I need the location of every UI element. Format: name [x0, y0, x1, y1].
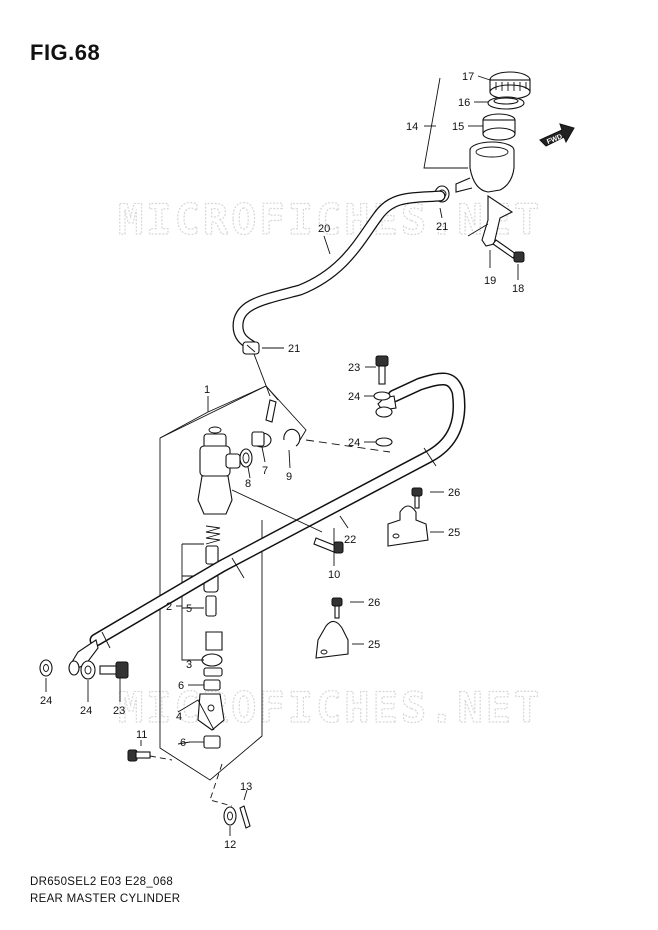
callout-1: 1: [204, 384, 210, 396]
callout-26-lower: 26: [368, 597, 380, 609]
hose-clamp-lower-part[interactable]: [242, 341, 260, 355]
mount-bolt-part[interactable]: [127, 749, 151, 762]
callout-18: 18: [512, 283, 524, 295]
nut-upper-part[interactable]: [203, 679, 221, 691]
callout-12: 12: [224, 839, 236, 851]
union-bolt-lower-part[interactable]: [99, 661, 129, 679]
screw-lower-part[interactable]: [331, 597, 343, 619]
callout-6-lower: 6: [180, 737, 186, 749]
callout-24-upper-b: 24: [348, 437, 360, 449]
reservoir-cap-part[interactable]: [489, 71, 531, 100]
callout-16: 16: [458, 97, 470, 109]
callout-24-lower-b: 24: [80, 705, 92, 717]
diaphragm-plate-part[interactable]: [487, 96, 525, 110]
callout-4: 4: [176, 711, 182, 723]
banjo-fitting-left-part[interactable]: [68, 639, 99, 676]
fwd-label: FWD: [546, 133, 563, 145]
union-bolt-upper-part[interactable]: [375, 355, 389, 385]
reservoir-body-part[interactable]: [455, 141, 515, 193]
callout-3: 3: [186, 659, 192, 671]
reservoir-bracket-part[interactable]: [481, 194, 514, 247]
callout-24-lower-a: 24: [40, 695, 52, 707]
callout-25-upper: 25: [448, 527, 460, 539]
callout-23-upper: 23: [348, 362, 360, 374]
diagram-name: REAR MASTER CYLINDER: [30, 893, 181, 905]
union-bolt-part[interactable]: [313, 537, 344, 554]
callout-21-lower: 21: [288, 343, 300, 355]
callout-14: 14: [406, 121, 418, 133]
callout-11: 11: [136, 729, 147, 741]
hose-fitting-part[interactable]: [251, 399, 277, 448]
hose-guide-lower-part[interactable]: [315, 620, 349, 659]
callout-9: 9: [286, 471, 292, 483]
screw-upper-part[interactable]: [411, 487, 423, 509]
callout-21-upper: 21: [436, 221, 448, 233]
fwd-arrow-icon: FWD: [539, 123, 575, 147]
piston-spring-part[interactable]: [201, 525, 223, 677]
washer-upper-a-part[interactable]: [373, 391, 391, 401]
callout-22: 22: [344, 534, 356, 546]
callout-26-upper: 26: [448, 487, 460, 499]
callout-10: 10: [328, 569, 340, 581]
diagram-code: DR650SEL2 E03 E28_068: [30, 876, 174, 888]
washer-lower-b-part[interactable]: [80, 660, 96, 680]
watermark-upper: MICROFICHES.NET: [118, 195, 542, 244]
washer-part[interactable]: [223, 806, 237, 826]
callout-20: 20: [318, 223, 330, 235]
o-ring-part[interactable]: [239, 448, 253, 468]
callout-24-upper-a: 24: [348, 391, 360, 403]
watermark-lower: MICROFICHES.NET: [118, 683, 542, 732]
washer-lower-a-part[interactable]: [39, 659, 53, 677]
hose-guide-upper-part[interactable]: [387, 505, 429, 547]
washer-upper-b-part[interactable]: [375, 437, 393, 447]
circlip-part[interactable]: [283, 428, 301, 447]
callout-8: 8: [245, 478, 251, 490]
figure-title: FIG.68: [30, 40, 101, 65]
bracket-line-14: [423, 77, 468, 169]
callout-17: 17: [462, 71, 474, 83]
reservoir-group: FWD: [423, 71, 575, 263]
clevis-part[interactable]: [177, 693, 225, 731]
master-cylinder-body-part[interactable]: [197, 426, 241, 515]
callout-19: 19: [484, 275, 496, 287]
cotter-pin-part[interactable]: [239, 805, 251, 829]
diaphragm-part[interactable]: [482, 113, 516, 141]
callout-25-lower: 25: [368, 639, 380, 651]
nut-lower-part[interactable]: [203, 735, 221, 749]
callout-23-lower: 23: [113, 705, 125, 717]
callout-13: 13: [240, 781, 252, 793]
callout-2: 2: [166, 601, 172, 613]
callout-6-upper: 6: [178, 680, 184, 692]
callout-15: 15: [452, 121, 464, 133]
reservoir-bolt-part[interactable]: [492, 239, 525, 263]
callout-5: 5: [186, 603, 192, 615]
callout-7: 7: [262, 465, 268, 477]
callout-labels: 17 16 15 14 21 20 19 18 21 23 24 24 1 7 …: [40, 71, 524, 851]
